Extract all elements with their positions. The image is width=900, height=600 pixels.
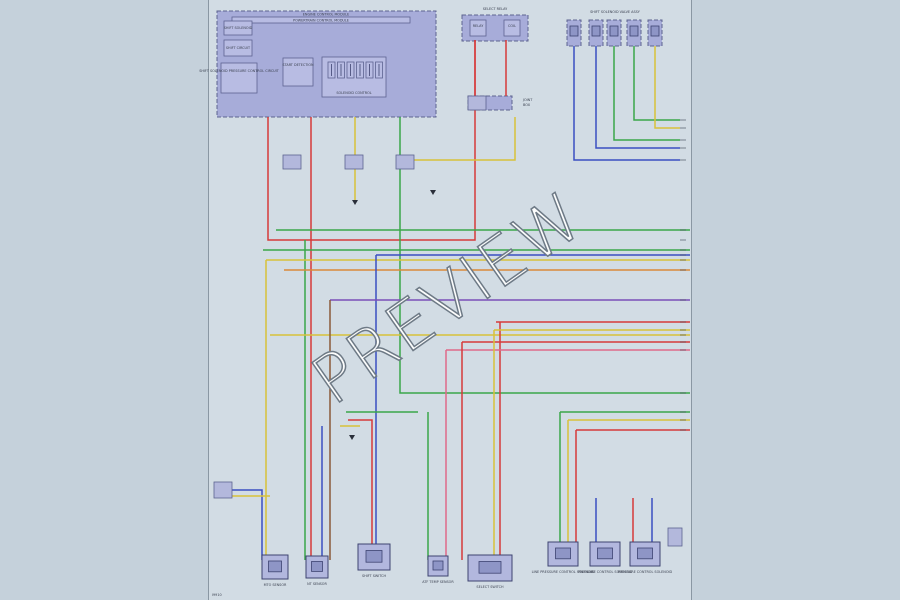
inline-connector	[282, 154, 302, 170]
ground-symbol	[352, 200, 358, 205]
sl2-solenoid-core	[637, 547, 653, 560]
solenoid-control-label: SOLENOID CONTROL	[336, 91, 371, 95]
wires-layer	[232, 40, 690, 560]
block-label-3: SHIFT SOLENOID PRESSURE CONTROL CIRCUIT	[199, 69, 279, 73]
sl1-solenoid-core	[597, 547, 613, 560]
page-ref: I9910	[212, 593, 222, 597]
shift-circuit-block	[223, 39, 253, 57]
nt-sensor-core	[311, 561, 323, 572]
small-parts-layer	[213, 95, 683, 547]
inline-connector	[467, 95, 487, 111]
right-ground-connector	[667, 527, 683, 547]
relay-coil-left	[469, 19, 487, 37]
junction-line-2: BOX	[523, 103, 531, 107]
start-detection-block	[282, 57, 314, 87]
module-title: ENGINE CONTROL MODULE	[303, 13, 349, 17]
wire-blue-right	[573, 46, 680, 161]
shift-switch-label: SHIFT SWITCH	[362, 574, 386, 578]
mto-sensor-core	[268, 560, 282, 573]
inline-connector	[395, 154, 415, 170]
wire-blue-right-2	[595, 46, 680, 149]
shift-switch-core	[365, 550, 383, 563]
start-detection-label: START DETECTION	[282, 63, 314, 67]
relay-coil-right	[503, 19, 521, 37]
select-switch-label: SELECT SWITCH	[476, 585, 504, 589]
block-label-1: SHIFT SOLENOID	[224, 26, 253, 30]
junction-line-1: JOINT	[522, 98, 533, 102]
wire-labels-layer	[680, 119, 686, 431]
powertrain-subbox	[231, 16, 411, 24]
select-switch-core	[478, 561, 502, 574]
solenoid-coil	[650, 25, 660, 37]
lpc-solenoid-core	[555, 547, 571, 560]
sl2-solenoid-label: PRESSURE CONTROL SOLENOID	[618, 570, 673, 574]
solenoid-coil	[609, 25, 619, 37]
wire-green-right	[613, 46, 680, 141]
solenoid-coil	[591, 25, 601, 37]
wire-yellow-tap	[475, 117, 516, 161]
lpc-solenoid-label: LINE PRESSURE CONTROL SOLENOID	[532, 570, 595, 574]
inline-connector	[344, 154, 364, 170]
sl1-solenoid-label: PRESSURE CONTROL SOLENOID	[578, 570, 633, 574]
atf-temp-core	[432, 560, 444, 571]
solenoid-coil	[629, 25, 639, 37]
wire-red-main	[267, 40, 476, 241]
relay-line-1: RELAY	[473, 24, 485, 28]
left-ground-connector	[213, 481, 233, 499]
mto-sensor-label: MTO SENSOR	[264, 583, 287, 587]
module-subtitle: POWERTRAIN CONTROL MODULE	[293, 19, 349, 23]
shift-solenoid-row	[566, 19, 663, 47]
wire-blue-bl	[232, 489, 263, 560]
block-label-2: SHIFT CIRCUIT	[226, 46, 251, 50]
mini-switch-array	[327, 61, 383, 79]
bottom-components-row: MTO SENSOR NT SENSOR SHIFT SWITCH ATF TEMP …	[261, 541, 673, 589]
wire-yellow-right	[654, 46, 680, 129]
wire-green-right-2	[633, 46, 680, 121]
shift-solenoids-title: SHIFT SOLENOID VALVE ASSY	[590, 10, 641, 14]
relay-line-2: COIL	[508, 24, 516, 28]
shift-solenoid-block	[223, 20, 253, 36]
ground-symbol	[349, 435, 355, 440]
atf-temp-label: ATF TEMP SENSOR	[422, 580, 454, 584]
wire-red-low	[348, 419, 373, 560]
ground-symbol	[430, 190, 436, 195]
wire-green-loop	[399, 117, 690, 394]
pressure-control-block	[220, 62, 258, 94]
nt-sensor-label: NT SENSOR	[307, 582, 327, 586]
modules-layer: ENGINE CONTROL MODULE POWERTRAIN CONTROL…	[199, 7, 663, 118]
solenoid-coil	[569, 25, 579, 37]
select-relay-title: SELECT RELAY	[483, 7, 508, 11]
